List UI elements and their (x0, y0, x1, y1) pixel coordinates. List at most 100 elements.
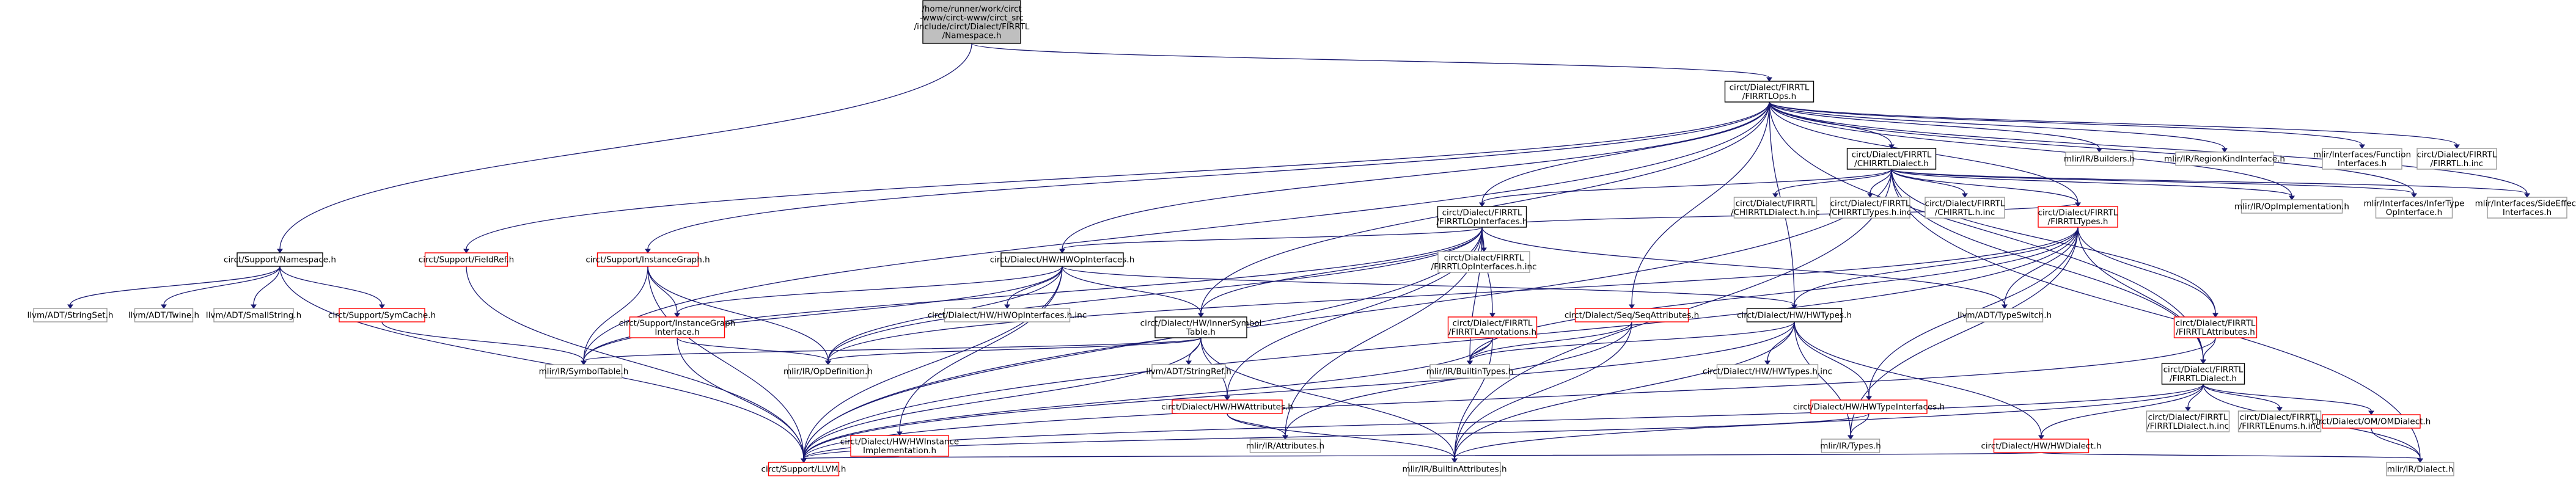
node-box (1846, 148, 1937, 170)
node-chirdialinc[interactable]: circt/Dialect/FIRRTL/CHIRRTLDialect.h.in… (1731, 197, 1820, 219)
node-box (2237, 410, 2322, 432)
node-symtable[interactable]: mlir/IR/SymbolTable.h (539, 364, 629, 379)
node-firdialinc[interactable]: circt/Dialect/FIRRTL/FIRRTLDialect.h.inc (2146, 410, 2230, 432)
edge-ops-to-instgraph (645, 101, 1770, 253)
edge-firdialect-to-builtinattrs (1451, 384, 2204, 463)
edge-arrowhead (1489, 313, 1495, 318)
node-label-line: llvm/ADT/SmallString.h (206, 311, 301, 321)
node-stringset[interactable]: llvm/ADT/StringSet.h (28, 308, 114, 322)
node-opimpl[interactable]: mlir/IR/OpImplementation.h (2234, 199, 2349, 214)
node-hwinstimpl[interactable]: circt/Dialect/HW/HWInstanceImplementatio… (840, 435, 959, 457)
edge-omdialect-to-mlirdialect (2371, 428, 2423, 463)
node-ops[interactable]: circt/Dialect/FIRRTL/FIRRTLOps.h (1724, 81, 1815, 103)
edge-ns-to-symcache (279, 266, 385, 309)
edge-line (803, 337, 1493, 459)
edge-line (1769, 101, 2204, 360)
node-chirhinc[interactable]: circt/Dialect/FIRRTL/CHIRRTL.h.inc (1925, 197, 2005, 219)
node-box (1821, 439, 1881, 453)
edge-arrowhead (1962, 193, 1968, 198)
node-hwattrs[interactable]: circt/Dialect/HW/HWAttributes.h (1161, 399, 1293, 414)
node-builtinattrs[interactable]: mlir/IR/BuiltinAttributes.h (1402, 462, 1507, 476)
edge-arrowhead (1467, 360, 1473, 365)
node-label-line: circt/Support/LLVM.h (761, 465, 846, 475)
node-label-line: Interfaces.h (2338, 159, 2387, 169)
node-label-line: mlir/IR/Builders.h (2064, 155, 2135, 164)
node-label-line: circt/Dialect/HW/HWDialect.h (1981, 442, 2101, 451)
edge-line (1062, 266, 1795, 305)
edge-line (1769, 101, 2528, 194)
node-instgraph[interactable]: circt/Support/InstanceGraph.h (585, 252, 710, 267)
node-firenumsinc[interactable]: circt/Dialect/FIRRTL/FIRRTLEnums.h.inc (2237, 410, 2322, 432)
node-fieldref[interactable]: circt/Support/FieldRef.h (419, 252, 514, 267)
node-label-line: circt/Dialect/HW/HWOpInterfaces.h (990, 255, 1135, 265)
node-label-line: /FIRRTLEnums.h.inc (2239, 421, 2321, 431)
node-smallstring[interactable]: llvm/ADT/SmallString.h (206, 308, 301, 322)
node-firannot[interactable]: circt/Dialect/FIRRTL/FIRRTLAnnotations.h (1447, 316, 1538, 338)
edge-line (1469, 227, 2079, 362)
edge-arrowhead (801, 458, 807, 463)
node-firtypes[interactable]: circt/Dialect/FIRRTL/FIRRTLTypes.h (2038, 206, 2118, 228)
node-hwtypesinc[interactable]: circt/Dialect/HW/HWTypes.h.inc (1703, 364, 1832, 379)
node-box (2416, 148, 2497, 170)
node-chirrtl[interactable]: circt/Dialect/FIRRTL/CHIRRTLDialect.h (1846, 148, 1937, 170)
node-label-line: circt/Support/SymCache.h (328, 311, 436, 321)
node-stringref[interactable]: llvm/ADT/StringRef.h (1146, 364, 1231, 379)
node-symcache[interactable]: circt/Support/SymCache.h (328, 308, 436, 322)
node-mlirattrs[interactable]: mlir/IR/Attributes.h (1246, 439, 1324, 453)
node-firopif[interactable]: circt/Dialect/FIRRTL/FIRRTLOpInterfaces.… (1437, 206, 1528, 228)
node-firrtlhinc[interactable]: circt/Dialect/FIRRTL/FIRRTL.h.inc (2416, 148, 2497, 170)
node-label-line: mlir/IR/Dialect.h (2387, 465, 2454, 475)
node-regionkind[interactable]: mlir/IR/RegionKindInterface.h (2164, 151, 2285, 166)
node-builders[interactable]: mlir/IR/Builders.h (2064, 151, 2135, 166)
node-hwdialect[interactable]: circt/Dialect/HW/HWDialect.h (1981, 439, 2102, 453)
edge-chirrtl-to-sideeffect (1891, 169, 2530, 198)
node-firopifinc[interactable]: circt/Dialect/FIRRTL/FIRRTLOpInterfaces.… (1431, 251, 1537, 273)
edge-arrowhead (2212, 313, 2218, 318)
node-box (1574, 308, 1689, 322)
node-llvmh[interactable]: circt/Support/LLVM.h (761, 462, 846, 476)
edge-ops-to-firrtlhinc (1769, 101, 2460, 149)
node-box (596, 252, 699, 267)
node-builtintypes[interactable]: mlir/IR/BuiltinTypes.h (1426, 364, 1513, 379)
edge-line (1769, 101, 2457, 145)
edge-chirrtl-to-firattrs (1891, 169, 2218, 318)
node-twine[interactable]: llvm/ADT/Twine.h (128, 308, 199, 322)
node-seqattrs[interactable]: circt/Dialect/Seq/SeqAttributes.h (1565, 308, 1699, 322)
node-label-line: circt/Dialect/FIRRTL (2038, 208, 2118, 217)
edge-line (2203, 337, 2216, 360)
edge-arrowhead (825, 360, 831, 365)
node-label-line: Interface.h (655, 327, 699, 337)
node-mlirtypes[interactable]: mlir/IR/Types.h (1820, 439, 1881, 453)
node-firattrs[interactable]: circt/Dialect/FIRRTL/FIRRTLAttributes.h (2173, 316, 2258, 338)
edge-root-to-ops (971, 43, 1772, 82)
node-ns[interactable]: circt/Support/Namespace.h (224, 252, 336, 267)
node-typeswitch[interactable]: llvm/ADT/TypeSwitch.h (1958, 308, 2052, 322)
node-hwopif[interactable]: circt/Dialect/HW/HWOpInterfaces.h (990, 252, 1135, 267)
node-label-line: circt/Dialect/FIRRTL (2240, 412, 2320, 422)
edge-ops-to-firopif (1479, 101, 1770, 207)
node-label-line: circt/Dialect/FIRRTL (1830, 198, 1910, 208)
node-root[interactable]: /home/runner/work/circt-www/circt-www/ci… (914, 0, 1030, 44)
node-mlirdialect[interactable]: mlir/IR/Dialect.h (2386, 462, 2454, 476)
edge-arrowhead (674, 313, 680, 318)
node-hwopifinc[interactable]: circt/Dialect/HW/HWOpInterfaces.h.inc (928, 308, 1087, 322)
edge-line (1769, 101, 2225, 149)
node-label-line: circt/Dialect/FIRRTL (2176, 318, 2256, 328)
node-hwtypes[interactable]: circt/Dialect/HW/HWTypes.h (1737, 308, 1852, 322)
node-label-line: mlir/IR/OpDefinition.h (783, 367, 873, 377)
edge-arrowhead (2359, 144, 2365, 149)
node-omdialect[interactable]: circt/Dialect/OM/OMDialect.h (2312, 414, 2431, 429)
node-label-line: circt/Dialect/HW/HWTypes.h (1737, 311, 1852, 321)
node-opdef[interactable]: mlir/IR/OpDefinition.h (783, 364, 873, 379)
node-label-line: /FIRRTL.h.inc (2431, 159, 2484, 169)
node-hwtypeif[interactable]: circt/Dialect/HW/HWTypeInterfaces.h (1793, 399, 1945, 414)
edge-ns-to-smallstring (251, 266, 281, 309)
node-chirtypesinc[interactable]: circt/Dialect/FIRRTL/CHIRRTLTypes.h.inc (1829, 197, 1912, 219)
node-label-line: circt/Dialect/HW/InnerSymbol (1140, 318, 1262, 328)
node-firdialect[interactable]: circt/Dialect/FIRRTL/FIRRTLDialect.h (2161, 363, 2245, 385)
